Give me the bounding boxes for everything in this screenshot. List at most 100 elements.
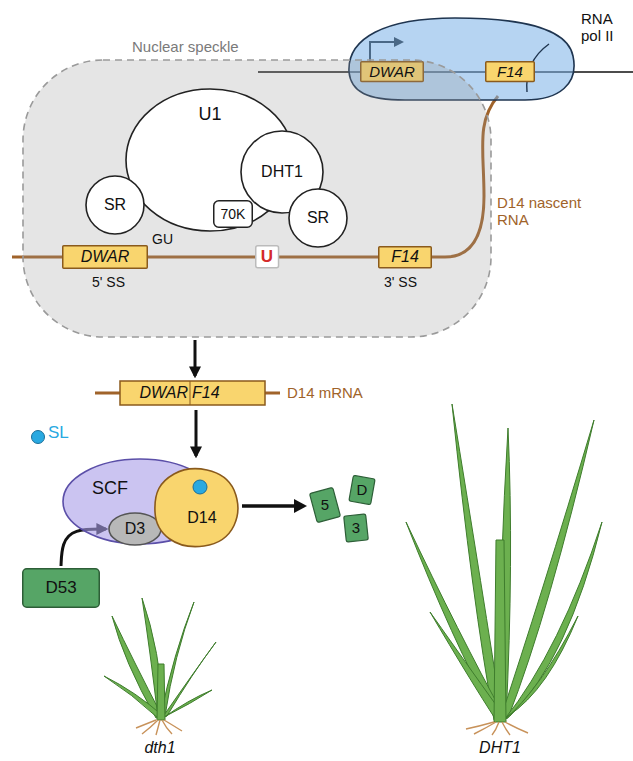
degradation-arrow <box>242 499 307 513</box>
uridine-box-label: U <box>261 247 273 267</box>
dwarf-plant <box>162 642 216 718</box>
genotype-label: dth1 <box>144 739 175 757</box>
d53-protein: D53 <box>22 568 100 608</box>
plant-roots <box>164 720 182 731</box>
d53-protein-outline <box>23 569 100 608</box>
rna-polymerase-label: RNA pol II <box>581 10 627 45</box>
degraded-d53 <box>349 475 375 504</box>
plant-roots <box>156 720 160 735</box>
plant-roots <box>505 722 528 733</box>
d3-protein-label: D3 <box>125 520 145 538</box>
plant-roots <box>136 720 182 735</box>
splice-motif: GU <box>152 231 173 247</box>
plant-roots <box>466 722 494 729</box>
splice-site-label: 5' SS <box>92 274 125 290</box>
sr-protein-outline <box>86 176 144 234</box>
sr-protein-label: SR <box>307 209 329 227</box>
d14-receptor: D14 <box>152 466 238 548</box>
rna-label: D14 nascent RNA <box>497 194 592 229</box>
dwarf-plant <box>104 598 216 720</box>
fragment-label: 5 <box>321 496 329 513</box>
tall-plant <box>504 522 602 720</box>
mrna-transcript-label: F14 <box>192 384 220 402</box>
genotype-label: DHT1 <box>479 739 521 757</box>
splice-site-label: 3' SS <box>384 274 417 290</box>
exon-box-outline <box>63 246 148 269</box>
scf-complex-label: SCF <box>92 478 128 499</box>
degradation-arrow <box>242 504 296 508</box>
dwarf-plant <box>157 664 165 720</box>
exon-box-label: F14 <box>391 248 419 266</box>
d3-protein-outline <box>109 513 161 545</box>
exon-box: F14 <box>485 61 535 82</box>
strigolactone-dot <box>193 480 207 494</box>
exon-box: DWAR <box>360 61 424 82</box>
uridine-box-outline <box>256 246 279 268</box>
mrna-transcript-outline <box>190 381 191 405</box>
degraded-d53 <box>310 475 376 542</box>
degradation-arrow <box>294 499 307 513</box>
nuclear-speckle-outline <box>23 60 491 337</box>
sr-protein-outline <box>86 176 144 234</box>
exon-box-outline <box>361 62 424 82</box>
exon-box-outline <box>379 247 432 268</box>
nuclear-speckle-label: Nuclear speckle <box>132 38 239 55</box>
u1-70k-protein-outline <box>214 201 253 228</box>
nuclear-speckle-outline <box>23 60 491 337</box>
sr-protein-outline <box>289 189 347 247</box>
u1-snrnp-label: U1 <box>198 104 221 125</box>
legend-label: SL <box>48 423 69 443</box>
exon-box-outline <box>486 62 535 82</box>
d3-protein: D3 <box>108 512 162 546</box>
d14-receptor-shape <box>152 466 238 548</box>
dwarf-plant <box>104 676 163 718</box>
uridine-box: U <box>255 245 279 269</box>
mrna-transcript-outline <box>95 381 280 405</box>
d14-receptor-outline <box>155 469 238 547</box>
uridine-box-outline <box>256 246 279 268</box>
dwarf-plant <box>163 690 212 718</box>
tall-plant <box>406 404 602 722</box>
plant-roots <box>466 722 528 735</box>
plant-roots <box>492 722 499 735</box>
tall-plant <box>494 540 506 722</box>
sr-protein: SR <box>288 188 348 248</box>
exon-box-outline <box>361 62 424 82</box>
d14-receptor-outline <box>155 469 238 547</box>
fragment-label: D <box>357 481 368 498</box>
u1-70k-protein-outline <box>214 201 253 228</box>
degraded-d53 <box>310 487 341 522</box>
exon-box-label: F14 <box>497 63 523 80</box>
strigolactone-dot <box>193 480 207 494</box>
d53-protein-outline <box>23 569 100 608</box>
degraded-d53 <box>344 514 369 542</box>
exon-box: DWAR <box>62 245 148 269</box>
exon-box: F14 <box>378 246 432 268</box>
tall-plant <box>504 616 578 720</box>
d53-protein-label: D53 <box>45 578 76 598</box>
dht1-protein-label: DHT1 <box>261 163 303 181</box>
sr-protein-outline <box>289 189 347 247</box>
fragment-label: 3 <box>352 519 360 536</box>
flow-arrow <box>195 410 198 456</box>
u1-70k-protein: 70K <box>213 200 253 228</box>
exon-box-outline <box>63 246 148 269</box>
mrna-transcript: DWARF14D14 mRNA <box>95 378 375 408</box>
exon-box-label: DWAR <box>369 63 415 80</box>
sr-protein-label: SR <box>104 196 126 214</box>
mrna-transcript-outline <box>120 381 265 405</box>
d14-receptor-label: D14 <box>187 509 216 527</box>
plant-roots <box>136 720 156 728</box>
tall-plant <box>500 420 594 720</box>
sr-protein: SR <box>85 175 145 235</box>
u1-70k-protein-label: 70K <box>221 206 246 222</box>
tall-plant <box>430 612 504 720</box>
d3-protein-outline <box>109 513 161 545</box>
exon-box-outline <box>486 62 535 82</box>
exon-box-label: DWAR <box>81 248 130 266</box>
flow-arrow <box>194 340 197 376</box>
nuclear-speckle: Nuclear speckleU1SR DHT1 70K SR U DWAR F14 <box>22 38 492 338</box>
mrna-transcript-label: DWAR <box>139 384 188 402</box>
exon-box-outline <box>379 247 432 268</box>
